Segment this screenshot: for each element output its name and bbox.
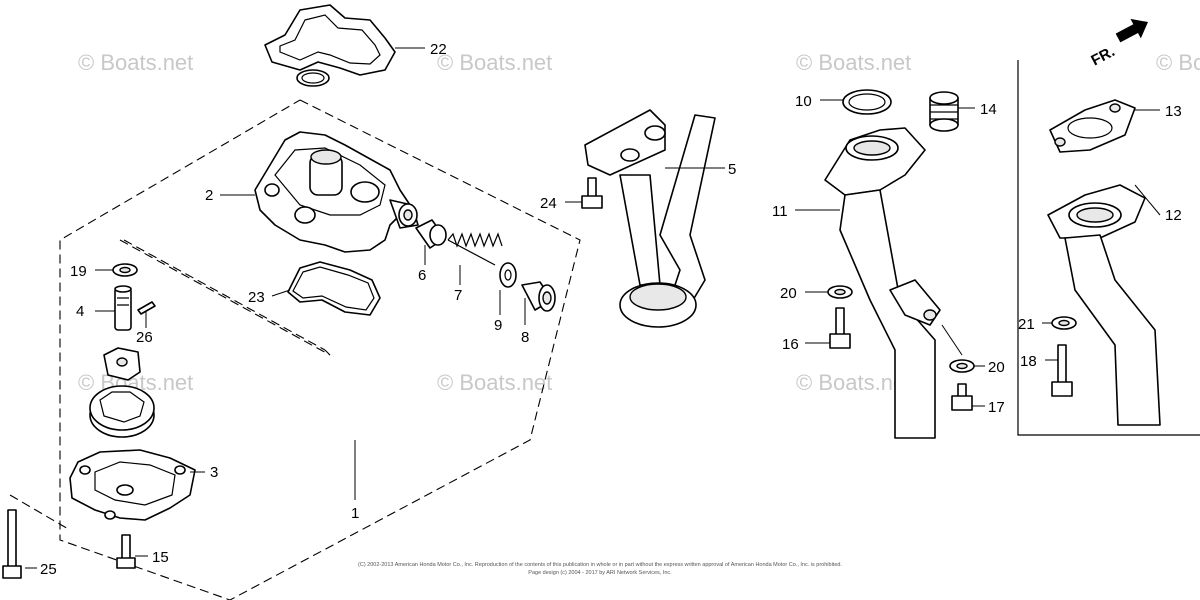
copyright-line-1: (C) 2002-2013 American Honda Motor Co., … (358, 562, 842, 568)
part-25-bolt (2, 509, 22, 579)
part-18-bolt (1051, 344, 1073, 397)
part-6-valve (415, 219, 447, 249)
callout-19[interactable]: 19 (70, 263, 87, 280)
callout-5[interactable]: 5 (728, 161, 736, 178)
front-label: FR. (1088, 43, 1117, 69)
callout-11[interactable]: 11 (772, 203, 788, 220)
callout-6[interactable]: 6 (418, 267, 426, 284)
callouts: 1 2 3 4 5 6 7 8 9 10 11 12 13 14 15 16 1… (40, 41, 1182, 578)
callout-21[interactable]: 21 (1018, 316, 1035, 333)
callout-13[interactable]: 13 (1165, 103, 1182, 120)
part-10-o-ring (842, 89, 892, 115)
assembly-subbox-edge (9, 494, 71, 531)
watermark: © Boats.net (1156, 50, 1200, 75)
callout-4[interactable]: 4 (76, 303, 84, 320)
callout-3[interactable]: 3 (210, 464, 218, 481)
part-14-spring-cap (929, 91, 959, 132)
callout-1[interactable]: 1 (351, 505, 359, 522)
part-20-washer-b (949, 359, 975, 373)
copyright-footer: (C) 2002-2013 American Honda Motor Co., … (358, 562, 842, 576)
part-20-washer-a (827, 285, 853, 299)
callout-16[interactable]: 16 (782, 336, 799, 353)
part-5-oil-strainer (584, 109, 716, 328)
callout-20b[interactable]: 20 (988, 359, 1005, 376)
watermark: © Boats.net (796, 370, 911, 395)
front-direction-marker: FR. (1088, 18, 1149, 69)
callout-17[interactable]: 17 (988, 399, 1005, 416)
part-24-bolt (581, 177, 603, 209)
part-9-washer (499, 262, 517, 288)
callout-9[interactable]: 9 (494, 317, 502, 334)
watermark: © Boats.net (437, 50, 552, 75)
callout-26[interactable]: 26 (136, 329, 153, 346)
callout-25[interactable]: 25 (40, 561, 57, 578)
callout-15[interactable]: 15 (152, 549, 169, 566)
part-3-pump-cover (69, 449, 196, 521)
part-8-plug (521, 281, 556, 312)
callout-20a[interactable]: 20 (780, 285, 797, 302)
variant-box (1017, 60, 1200, 436)
assembly-outline (59, 99, 581, 600)
part-11-oil-pipe (824, 127, 941, 439)
callout-7[interactable]: 7 (454, 287, 462, 304)
part-12-oil-pipe (1047, 184, 1161, 426)
callout-23[interactable]: 23 (248, 289, 265, 306)
part-21-washer (1051, 316, 1077, 330)
part-7-spring (447, 232, 503, 266)
watermark: © Boats.net (78, 50, 193, 75)
leader-lines (25, 47, 1161, 569)
watermark: © Boats.net (437, 370, 552, 395)
part-19-washer (112, 263, 138, 277)
assembly-subbox (119, 239, 331, 356)
part-2-pump-body (254, 131, 419, 253)
part-4-shaft (114, 285, 132, 331)
callout-10[interactable]: 10 (795, 93, 812, 110)
part-22-gasket (264, 4, 396, 87)
callout-22[interactable]: 22 (430, 41, 447, 58)
part-15-bolt (116, 534, 136, 569)
arrow-icon (1115, 18, 1149, 43)
callout-2[interactable]: 2 (205, 187, 213, 204)
part-outer-rotor (89, 385, 155, 438)
callout-8[interactable]: 8 (521, 329, 529, 346)
part-17-bolt (951, 383, 973, 411)
callout-24[interactable]: 24 (540, 195, 557, 212)
watermark: © Boats.net (796, 50, 911, 75)
part-13-gasket (1049, 99, 1136, 153)
part-26-pin (137, 301, 156, 315)
part-23-gasket (287, 261, 381, 316)
callout-14[interactable]: 14 (980, 101, 997, 118)
copyright-line-2: Page design (c) 2004 - 2017 by ARI Netwo… (528, 570, 672, 576)
part-16-bolt (829, 307, 851, 349)
assembly-subbox-edge (123, 239, 326, 351)
part-inner-rotor (103, 347, 141, 381)
callout-18[interactable]: 18 (1020, 353, 1037, 370)
callout-12[interactable]: 12 (1165, 207, 1182, 224)
